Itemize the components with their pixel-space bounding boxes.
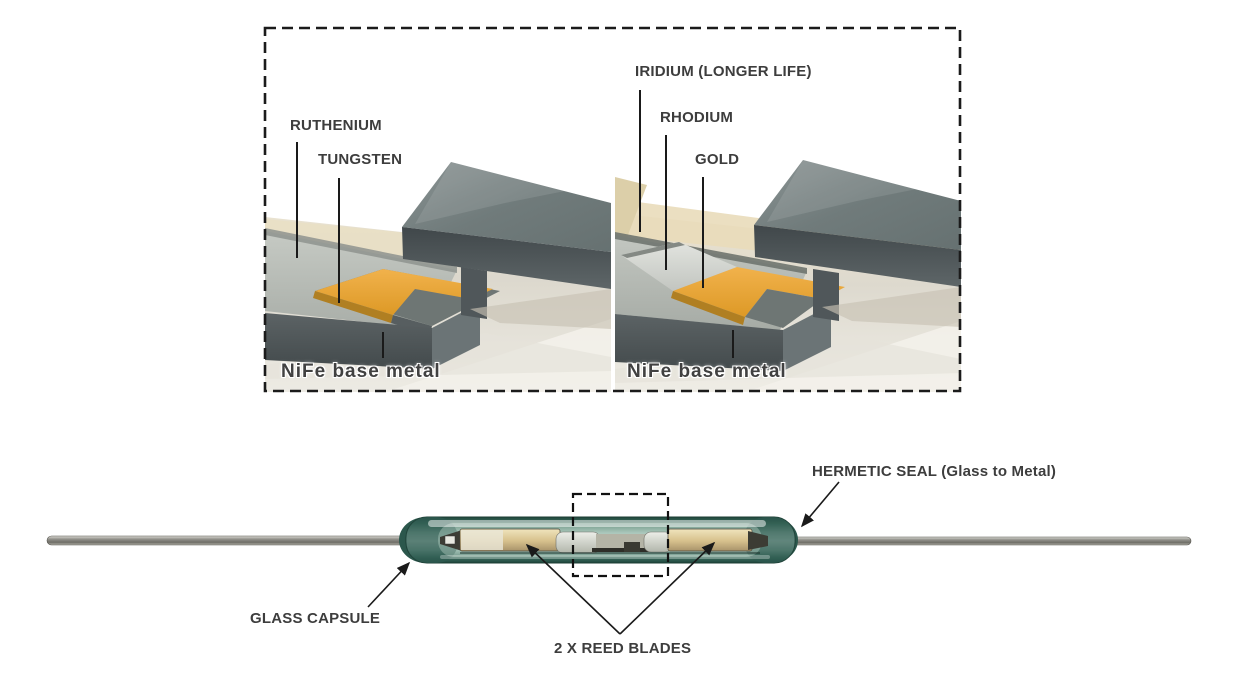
gold-pad-front-face <box>313 291 393 323</box>
glass-top-highlight <box>428 520 766 527</box>
plate-shadow <box>470 289 611 329</box>
capsule-right-cap-tint <box>744 517 795 563</box>
nife-slab-front-face <box>615 314 783 371</box>
blades-pointer-left <box>525 543 621 635</box>
nife-base-metal-left: NiFe base metal <box>281 361 441 382</box>
overlap-step-notch <box>624 542 640 552</box>
tungsten-gold-pad <box>315 269 493 315</box>
mesa-corner-nife <box>745 289 823 328</box>
glass-under-blade-line <box>460 552 760 554</box>
contact-render-right <box>615 27 961 392</box>
right-blade-entry <box>748 531 768 550</box>
upper-blade-sheen <box>767 160 917 222</box>
label-gold: GOLD <box>695 151 740 168</box>
rhodium-patch <box>621 242 737 291</box>
label-hermetic-seal: HERMETIC SEAL (Glass to Metal) <box>812 463 1057 480</box>
label-tungsten: TUNGSTEN <box>318 151 403 168</box>
hermetic-seal-arrow <box>800 481 840 528</box>
left-blade-weld <box>444 535 456 545</box>
glass-capsule-arrow <box>367 561 411 608</box>
reed-switch-photo <box>46 516 1192 564</box>
plate-shadow <box>822 287 961 327</box>
lower-blade-back-rim <box>615 232 807 274</box>
label-ruthenium: RUTHENIUM <box>290 117 382 134</box>
comparison-dashed-box <box>263 26 962 393</box>
label-glass-capsule: GLASS CAPSULE <box>250 610 381 627</box>
rhodium-patch-rim <box>621 242 685 258</box>
label-iridium: IRIDIUM (LONGER LIFE) <box>635 63 812 80</box>
support-pillar <box>461 267 487 319</box>
upper-blade-sheen <box>415 162 565 224</box>
left-blade-pale-section <box>461 530 503 550</box>
upper-blade-front-face <box>754 225 961 287</box>
gold-pad-front-face <box>671 291 745 325</box>
lower-blade-back-rim <box>265 228 457 273</box>
nife-slab-right-face <box>432 303 480 369</box>
contact-area-dashed-box <box>571 492 670 578</box>
nife-base-metal-right: NiFe base metal <box>627 361 787 382</box>
nife-slab-front-face <box>265 313 432 369</box>
blades-pointer-right <box>619 541 716 635</box>
upper-blade-top <box>402 162 611 252</box>
glass-bottom-reflection <box>440 555 770 559</box>
contact-render-left <box>265 27 611 392</box>
upper-blade-front-face <box>402 227 611 289</box>
upper-blade-top <box>754 160 961 250</box>
capsule-left-cap-tint <box>406 517 458 563</box>
label-reed-blades: 2 X REED BLADES <box>554 640 692 657</box>
label-rhodium: RHODIUM <box>660 109 734 126</box>
gold-pad <box>673 267 845 317</box>
nife-slab-right-face <box>783 305 831 371</box>
